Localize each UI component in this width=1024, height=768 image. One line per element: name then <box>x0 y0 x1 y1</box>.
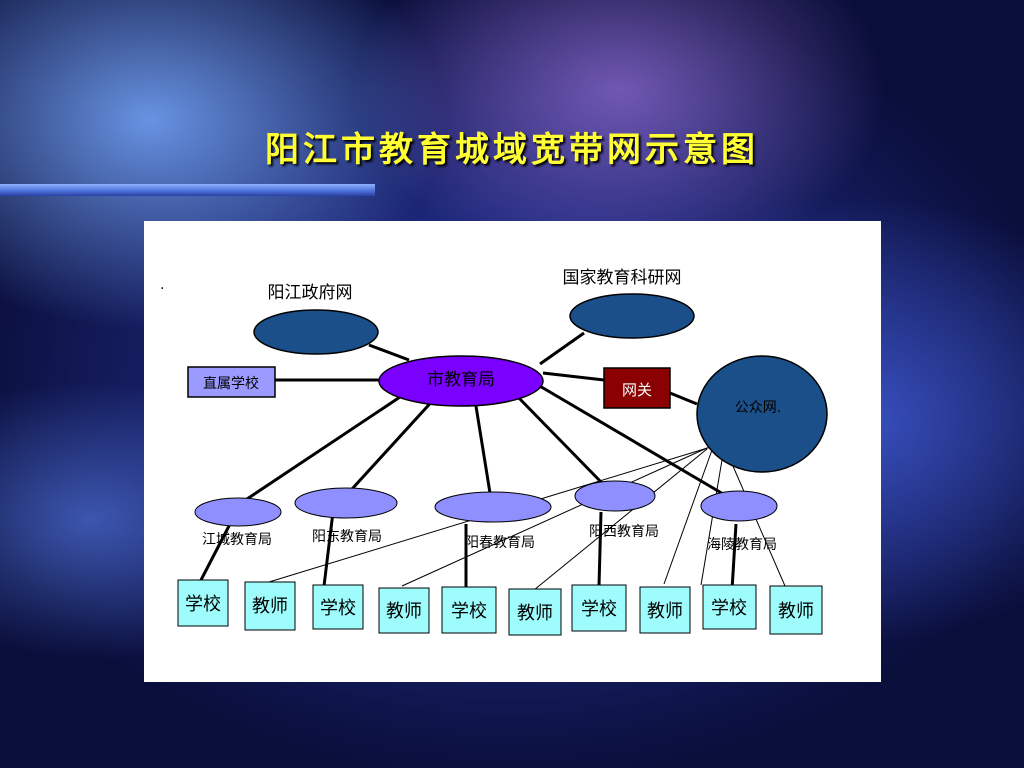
leaf-box-5 <box>441 586 497 634</box>
city-bureau-ellipse <box>378 355 544 407</box>
thin-link-2 <box>401 447 708 587</box>
leaf-box-6 <box>508 588 562 636</box>
yangxi-label: 阳西教育局 <box>589 524 659 540</box>
link-yangdong-school <box>322 511 335 587</box>
leaf-box-8 <box>639 586 691 634</box>
yangchun-ellipse <box>434 491 552 523</box>
link-city-hailing <box>537 383 731 500</box>
thin-link-3 <box>533 448 708 591</box>
link-jiangcheng-school <box>199 523 232 581</box>
leaf-label-10: 教师 <box>778 601 814 622</box>
yangdong-label: 阳东教育局 <box>312 529 382 545</box>
jiangcheng-label: 江城教育局 <box>202 532 272 548</box>
leaf-label-6: 教师 <box>517 603 553 624</box>
link-yangxi-school <box>597 511 603 587</box>
national-network-label: 国家教育科研网 <box>563 268 682 288</box>
thin-link-4 <box>663 449 713 585</box>
city-bureau-label: 市教育局 <box>427 370 495 390</box>
gateway-box <box>603 367 671 409</box>
leaf-label-3: 学校 <box>320 598 356 619</box>
yangchun-label: 阳春教育局 <box>465 535 535 551</box>
gov-network-ellipse <box>253 309 379 355</box>
public-network-ellipse <box>696 355 828 473</box>
leaf-label-7: 学校 <box>581 599 617 620</box>
leaf-box-4 <box>378 587 430 634</box>
leaf-label-5: 学校 <box>451 601 487 622</box>
leaf-box-9 <box>702 584 757 630</box>
leaf-box-10 <box>769 585 823 635</box>
slide-title: 阳江市教育城域宽带网示意图 <box>265 130 759 170</box>
stray-dot: · <box>160 281 164 297</box>
link-city-yangdong <box>350 395 438 491</box>
link-city-yangchun <box>473 399 492 494</box>
hailing-ellipse <box>700 490 778 522</box>
gov-network-label: 阳江政府网 <box>268 283 353 303</box>
leaf-label-1: 学校 <box>185 594 221 615</box>
yangdong-ellipse <box>294 487 398 519</box>
leaf-row: 学校 教师 学校 教师 学校 教师 学校 教师 学校 教师 <box>177 579 823 636</box>
direct-school-label: 直属学校 <box>203 375 259 392</box>
national-network-ellipse <box>569 293 695 339</box>
leaf-box-3 <box>312 584 364 630</box>
network-diagram-svg: · 阳江政府网 国家教育科研网 直属学校 市教育局 网关 公众网. 江城教育局 … <box>160 268 828 636</box>
jiangcheng-ellipse <box>194 497 282 527</box>
yangxi-ellipse <box>574 480 656 512</box>
direct-school-box <box>187 366 276 398</box>
leaf-box-7 <box>571 584 627 632</box>
link-city-gateway <box>542 371 605 382</box>
leaf-label-9: 学校 <box>711 598 747 619</box>
link-national-city <box>539 331 585 366</box>
gateway-label: 网关 <box>622 381 652 399</box>
link-gov-city <box>368 343 410 362</box>
leaf-box-1 <box>177 579 229 627</box>
hailing-label: 海陵教育局 <box>707 537 777 553</box>
leaf-label-4: 教师 <box>386 601 422 622</box>
link-city-jiangcheng <box>246 387 413 501</box>
network-diagram: · 阳江政府网 国家教育科研网 直属学校 市教育局 网关 公众网. 江城教育局 … <box>144 221 881 682</box>
title-underline-bar <box>0 184 375 196</box>
link-gateway-public <box>669 391 698 406</box>
public-network-label: 公众网. <box>735 400 781 416</box>
link-city-yangxi <box>514 393 604 485</box>
leaf-box-2 <box>244 581 296 631</box>
leaf-label-2: 教师 <box>252 596 288 617</box>
leaf-label-8: 教师 <box>647 601 683 622</box>
link-hailing-school <box>730 523 738 591</box>
